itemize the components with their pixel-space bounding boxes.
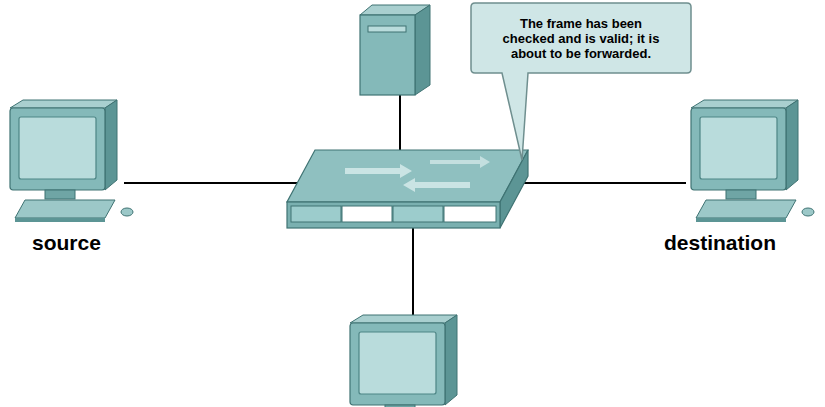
server-tower — [360, 5, 430, 95]
wire-source — [124, 182, 298, 184]
wire-destination — [515, 182, 686, 184]
source-computer — [10, 100, 133, 222]
wire-bottom-pc — [412, 228, 414, 318]
callout-text: The frame has been checked and is valid;… — [470, 2, 692, 74]
callout-bubble: The frame has been checked and is valid;… — [470, 2, 692, 74]
destination-computer — [691, 100, 814, 222]
computer-label: source — [32, 231, 101, 255]
callout-shape — [471, 3, 691, 160]
network-switch — [287, 150, 528, 228]
wire-server — [399, 95, 401, 152]
bottom-computer — [350, 315, 473, 407]
computer-label: destination — [664, 231, 776, 255]
